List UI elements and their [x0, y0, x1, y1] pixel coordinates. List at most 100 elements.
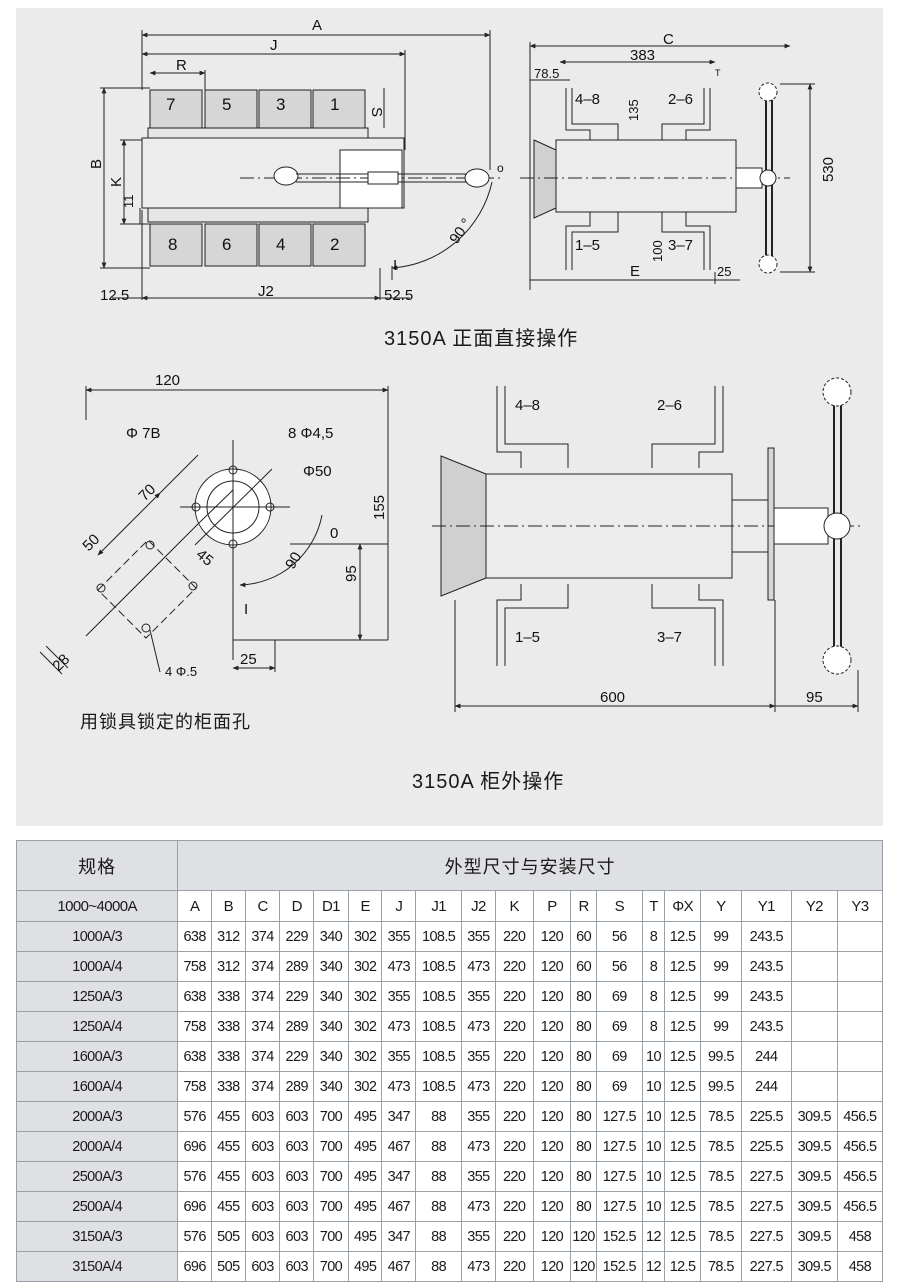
column-header: K	[494, 890, 534, 922]
table-cell: 495	[347, 1131, 383, 1162]
dim-383: 383	[630, 47, 655, 64]
table-cell: 127.5	[595, 1191, 643, 1222]
table-cell: 467	[381, 1131, 417, 1162]
table-cell: 473	[461, 1251, 496, 1282]
table-cell: 700	[313, 1191, 349, 1222]
table-cell: 99	[699, 921, 742, 952]
table-cell: 88	[415, 1221, 463, 1252]
table-cell: 220	[494, 1191, 534, 1222]
row-spec: 1250A/4	[15, 1011, 179, 1042]
caption-front-operation: 3150A 正面直接操作	[384, 328, 579, 350]
table-cell: 700	[313, 1221, 349, 1252]
table-cell: 12.5	[664, 921, 701, 952]
dim-a: A	[312, 17, 322, 34]
dim-70: 70	[135, 481, 159, 505]
table-cell: 309.5	[790, 1251, 838, 1282]
table-cell: 60	[570, 921, 597, 952]
row-spec: 2500A/4	[15, 1191, 179, 1222]
label-3-7: 3–7	[668, 237, 693, 254]
table-cell: 455	[211, 1131, 246, 1162]
column-header: D1	[313, 890, 349, 922]
table-cell: 355	[461, 1041, 496, 1072]
table-cell: 758	[177, 1011, 213, 1042]
table-cell: 758	[177, 1071, 213, 1102]
table-cell: 120	[532, 1071, 572, 1102]
table-cell: 88	[415, 1161, 463, 1192]
dim-45: 45	[193, 546, 217, 570]
table-cell: 505	[211, 1221, 246, 1252]
table-cell: 338	[211, 1041, 246, 1072]
column-header: J1	[415, 890, 463, 922]
table-cell: 340	[313, 921, 349, 952]
table-cell: 289	[279, 1011, 315, 1042]
table-cell: 338	[211, 981, 246, 1012]
table-cell: 340	[313, 1011, 349, 1042]
table-cell: 120	[532, 981, 572, 1012]
table-cell: 220	[494, 1101, 534, 1132]
column-header: B	[211, 890, 246, 922]
label-ext-2-6: 2–6	[657, 397, 682, 414]
dim-600: 600	[600, 689, 625, 706]
terminal-4: 4	[276, 235, 285, 254]
column-header: Y	[699, 890, 742, 922]
header-dimensions: 外型尺寸与安装尺寸	[177, 840, 883, 891]
table-cell: 603	[244, 1101, 281, 1132]
table-cell: 229	[279, 1041, 315, 1072]
table-cell: 302	[347, 1011, 383, 1042]
table-cell: 243.5	[740, 951, 792, 982]
column-header: D	[279, 890, 315, 922]
table-cell: 10	[641, 1131, 666, 1162]
table-cell: 473	[381, 951, 417, 982]
row-spec: 2000A/4	[15, 1131, 179, 1162]
table-cell: 88	[415, 1131, 463, 1162]
table-cell	[836, 1071, 884, 1102]
terminal-5: 5	[222, 95, 231, 114]
table-cell: 220	[494, 981, 534, 1012]
table-cell: 120	[570, 1251, 597, 1282]
dim-25: 25	[717, 264, 731, 279]
table-cell: 8	[641, 921, 666, 952]
table-cell: 244	[740, 1041, 792, 1072]
table-cell: 473	[381, 1071, 417, 1102]
dim-28: 28	[49, 651, 73, 675]
column-header: ΦX	[664, 890, 701, 922]
table-cell: 120	[532, 1101, 572, 1132]
dim-11: 11	[121, 195, 136, 209]
table-cell: 220	[494, 1071, 534, 1102]
table-cell: 456.5	[836, 1191, 884, 1222]
table-cell: 338	[211, 1071, 246, 1102]
dim-j2: J2	[258, 283, 274, 300]
table-cell	[790, 1011, 838, 1042]
dim-b: B	[88, 159, 105, 169]
row-spec: 1600A/4	[15, 1071, 179, 1102]
table-cell: 603	[279, 1191, 315, 1222]
table-cell: 120	[532, 1221, 572, 1252]
table-cell: 347	[381, 1221, 417, 1252]
label-ext-3-7: 3–7	[657, 629, 682, 646]
table-cell: 355	[461, 1101, 496, 1132]
table-cell	[790, 1041, 838, 1072]
table-cell: 127.5	[595, 1101, 643, 1132]
table-cell: 227.5	[740, 1251, 792, 1282]
column-header: P	[532, 890, 572, 922]
table-cell: 69	[595, 1011, 643, 1042]
table-cell: 88	[415, 1191, 463, 1222]
table-cell: 10	[641, 1191, 666, 1222]
table-cell: 455	[211, 1101, 246, 1132]
table-cell	[836, 1041, 884, 1072]
dim-95: 95	[343, 565, 360, 582]
caption-external-operation: 3150A 柜外操作	[412, 771, 565, 793]
dim-100: 100	[650, 240, 665, 262]
table-cell: 99.5	[699, 1071, 742, 1102]
table-cell	[790, 951, 838, 982]
column-header: T	[641, 890, 666, 922]
row-spec: 1000A/4	[15, 951, 179, 982]
table-cell: 347	[381, 1101, 417, 1132]
table-cell: 127.5	[595, 1161, 643, 1192]
table-cell: 220	[494, 921, 534, 952]
row-spec: 1250A/3	[15, 981, 179, 1012]
front-view	[100, 30, 500, 301]
